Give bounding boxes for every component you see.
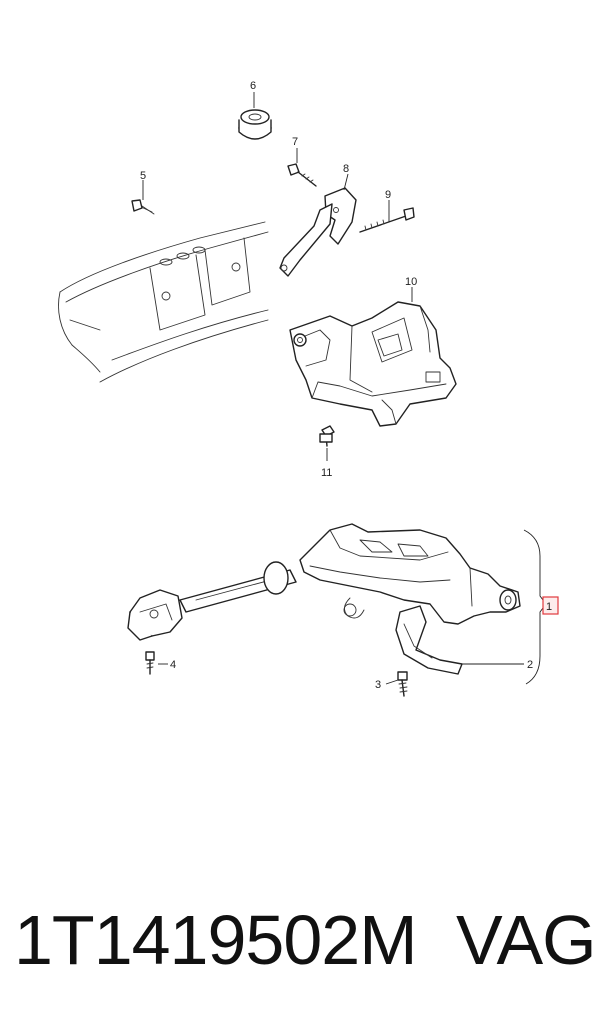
callout-2: 2 <box>527 659 533 671</box>
callout-10: 10 <box>405 276 417 288</box>
bolt-part-5 <box>131 199 155 215</box>
grommet-part <box>238 109 272 140</box>
column-mount-bracket-part-10 <box>289 301 457 427</box>
screw-part-7 <box>287 163 317 187</box>
callout-1: 1 <box>546 601 552 613</box>
bolt-part-9 <box>359 207 415 233</box>
callout-4: 4 <box>170 659 176 671</box>
callout-3: 3 <box>375 679 381 691</box>
callout-highlight-box <box>542 596 559 615</box>
brand-name: VAG <box>456 901 597 979</box>
footer: 1T1419502M VAG <box>0 890 600 990</box>
callout-6: 6 <box>250 80 256 92</box>
parts-diagram: 1 2 3 4 5 6 7 8 9 10 11 <box>58 80 559 697</box>
part-number: 1T1419502M <box>14 901 418 979</box>
callout-11: 11 <box>321 467 332 479</box>
bolt-part-11 <box>319 425 335 447</box>
callout-9: 9 <box>385 189 391 201</box>
callout-5: 5 <box>140 170 146 182</box>
bracket-part-8 <box>279 187 357 277</box>
bolt-part-3 <box>397 671 408 697</box>
dashboard-cross-member <box>58 221 269 383</box>
steering-column-assembly-part-1 <box>127 523 521 675</box>
bolt-part-4 <box>145 651 155 675</box>
callout-7: 7 <box>292 136 298 148</box>
callout-8: 8 <box>343 163 349 175</box>
